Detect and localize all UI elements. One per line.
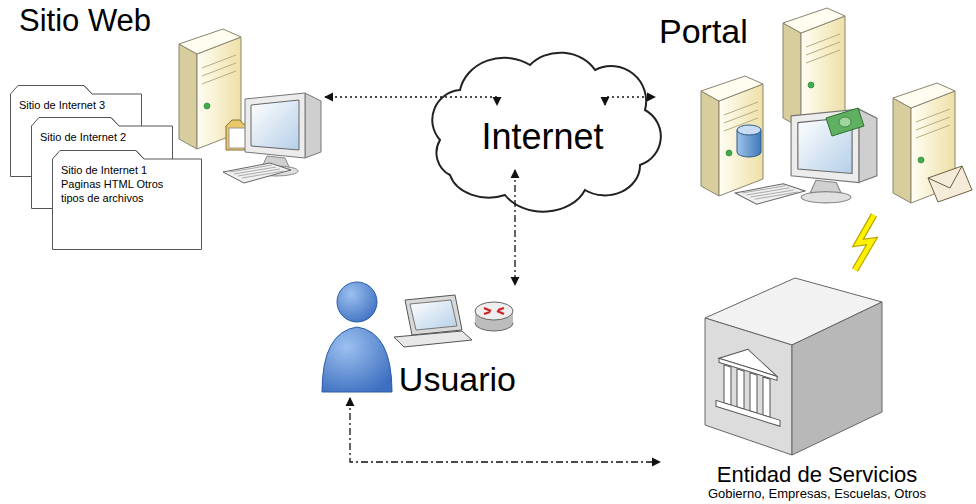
network-link: [325, 97, 497, 105]
router-icon: [475, 302, 513, 331]
network-link: [515, 170, 516, 285]
internet-cloud: [432, 53, 661, 212]
temple-symbol: [716, 339, 780, 426]
site-page: Sitio de Internet 1 Paginas HTML Otros t…: [52, 150, 202, 250]
service-entity: Entidad de ServiciosGobierno, Empresas, …: [660, 270, 974, 503]
user-icon: [322, 282, 392, 392]
internet-node: Internet: [445, 105, 640, 170]
node-label: Entidad de Servicios: [717, 463, 918, 488]
node-label: Sitio de Internet 1 Paginas HTML Otros t…: [61, 164, 165, 205]
node-label: Sitio Web: [19, 4, 151, 39]
service-building: [705, 278, 882, 455]
user-node: Usuario: [315, 285, 520, 398]
laptop-icon: [394, 295, 472, 347]
portal-group: Portal: [655, 2, 967, 215]
node-label: Sitio de Internet 2: [40, 131, 126, 145]
lightning-link: [855, 215, 874, 270]
network-link: [350, 398, 660, 462]
database-icon: [737, 125, 761, 157]
node-label: Internet: [481, 117, 603, 157]
money-icon: [826, 108, 864, 136]
mail-icon: [928, 166, 972, 202]
network-link: [605, 97, 655, 105]
node-label: Portal: [659, 12, 748, 50]
node-label: Sitio de Internet 3: [19, 99, 105, 113]
node-sublabel: Gobierno, Empresas, Escuelas, Otros: [708, 487, 926, 502]
node-label: Usuario: [399, 360, 516, 398]
